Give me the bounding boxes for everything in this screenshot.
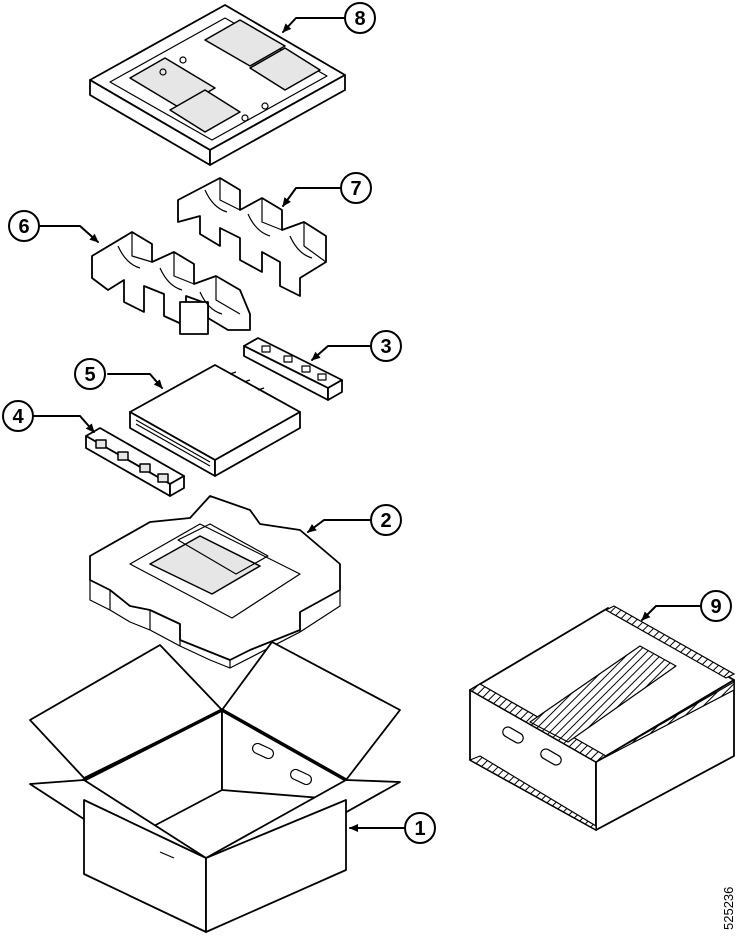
- callout-1-label: 1: [414, 818, 425, 840]
- bottom-foam-tray: [89, 495, 341, 669]
- callout-2-label: 2: [380, 510, 391, 532]
- foam-end-cap-front: [91, 231, 251, 335]
- leader-4: [33, 415, 95, 433]
- callout-4-label: 4: [12, 406, 24, 428]
- callout-5: 5: [74, 358, 106, 390]
- rack-bracket-left: [85, 427, 185, 497]
- chassis: [129, 364, 301, 477]
- callout-5-label: 5: [84, 364, 95, 386]
- callout-7: 7: [340, 172, 372, 204]
- callout-6: 6: [8, 210, 40, 242]
- leader-6: [29, 225, 99, 243]
- shipping-box-open: [29, 641, 401, 933]
- top-foam-tray: [89, 4, 346, 166]
- callout-7-label: 7: [350, 178, 361, 200]
- callout-8: 8: [344, 2, 376, 34]
- leader-9: [641, 605, 701, 621]
- rack-bracket-right: [243, 337, 343, 401]
- leader-7: [282, 187, 341, 207]
- callout-3-label: 3: [380, 336, 391, 358]
- foam-end-cap-back: [177, 177, 327, 297]
- leader-5: [107, 373, 163, 389]
- sealed-box: [468, 605, 736, 832]
- callout-9-label: 9: [710, 596, 721, 618]
- callout-leaders: [29, 17, 701, 832]
- callout-8-label: 8: [354, 8, 365, 30]
- callout-6-label: 6: [18, 216, 29, 238]
- figure-id: 525236: [721, 887, 736, 930]
- callout-3: 3: [370, 330, 402, 362]
- callout-9: 9: [700, 590, 732, 622]
- callout-1: 1: [404, 812, 436, 844]
- callout-2: 2: [370, 504, 402, 536]
- leader-3: [311, 345, 371, 361]
- leader-2: [307, 519, 371, 533]
- chassis-port-row: [135, 419, 211, 467]
- leader-8: [282, 17, 345, 33]
- callout-4: 4: [2, 400, 34, 432]
